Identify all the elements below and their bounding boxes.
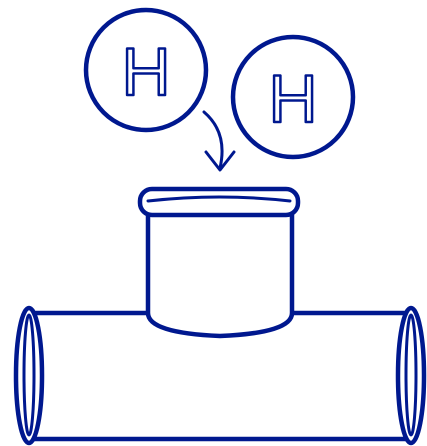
pipe-top-opening: [146, 195, 292, 203]
pipe-body: [27, 310, 408, 442]
atom-label: H: [121, 34, 170, 110]
hydrogen-atom-right: H: [230, 34, 356, 160]
atom-circle: [83, 7, 209, 133]
pipe-tee-fitting-icon: [13, 186, 427, 446]
pipe-right-flange: [395, 305, 427, 446]
hydrogen-atom-left: H: [83, 7, 209, 133]
pipe-right-opening: [404, 313, 418, 437]
pipe-left-opening: [22, 313, 36, 437]
pipe-top-flange: [137, 186, 301, 218]
atom-circle: [230, 34, 356, 160]
curved-arrow-down-icon: [202, 110, 236, 172]
pipe-left-flange: [13, 305, 45, 446]
pipe-branch: [145, 209, 295, 339]
atom-label: H: [268, 61, 317, 137]
